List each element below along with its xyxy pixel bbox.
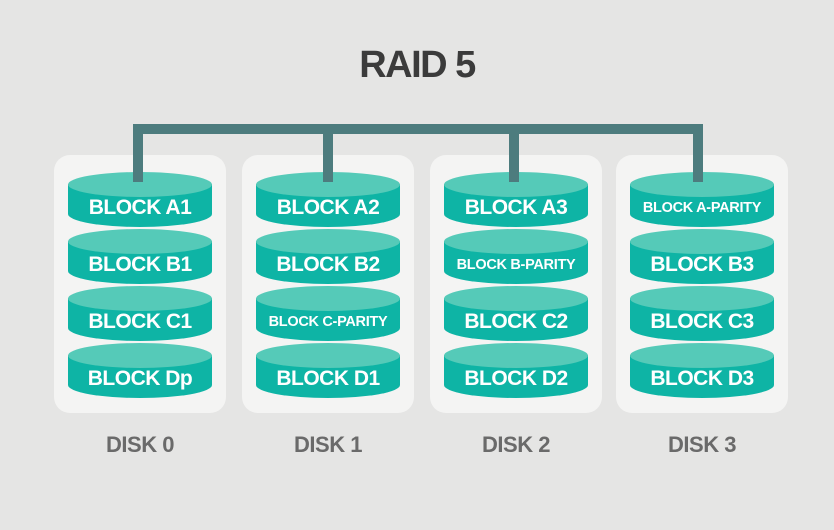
disk-block-cylinder: BLOCK B3 bbox=[630, 229, 774, 284]
cylinder-top-ellipse bbox=[256, 286, 400, 311]
disk-block-cylinder: BLOCK C2 bbox=[444, 286, 588, 341]
disk-block-cylinder: BLOCK A1 bbox=[68, 172, 212, 227]
disk-block-cylinder: BLOCK A-PARITY bbox=[630, 172, 774, 227]
block-label: BLOCK B1 bbox=[88, 252, 192, 276]
diagram-title: RAID 5 bbox=[359, 44, 476, 86]
connector-stub-disk0 bbox=[133, 124, 143, 182]
disk-label: DISK 0 bbox=[106, 432, 174, 457]
block-label: BLOCK B-PARITY bbox=[456, 256, 576, 273]
cylinder-top-ellipse bbox=[68, 229, 212, 254]
cylinder-top-ellipse bbox=[256, 229, 400, 254]
disk-block-cylinder: BLOCK D3 bbox=[630, 343, 774, 398]
disk-label: DISK 3 bbox=[668, 432, 736, 457]
disk-column-2: BLOCK A3 BLOCK B-PARITY BLOCK C2 BLOCK D… bbox=[430, 155, 602, 485]
cylinder-stack: BLOCK A-PARITY BLOCK B3 BLOCK C3 BLOCK D… bbox=[630, 172, 774, 400]
disk-block-cylinder: BLOCK B2 bbox=[256, 229, 400, 284]
cylinder-stack: BLOCK A3 BLOCK B-PARITY BLOCK C2 BLOCK D… bbox=[444, 172, 588, 400]
block-label: BLOCK D3 bbox=[650, 366, 754, 390]
disk-label: DISK 2 bbox=[482, 432, 550, 457]
cylinder-stack: BLOCK A2 BLOCK B2 BLOCK C-PARITY BLOCK D… bbox=[256, 172, 400, 400]
block-label: BLOCK C3 bbox=[650, 309, 754, 333]
block-label: BLOCK D2 bbox=[464, 366, 568, 390]
connector-stub-disk2 bbox=[509, 124, 519, 182]
disk-label: DISK 1 bbox=[294, 432, 362, 457]
disk-block-cylinder: BLOCK D2 bbox=[444, 343, 588, 398]
cylinder-top-ellipse bbox=[68, 286, 212, 311]
block-label: BLOCK Dp bbox=[87, 366, 193, 390]
disk-column-1: BLOCK A2 BLOCK B2 BLOCK C-PARITY BLOCK D… bbox=[242, 155, 414, 485]
cylinder-top-ellipse bbox=[444, 229, 588, 254]
cylinder-top-ellipse bbox=[630, 229, 774, 254]
connector-bar bbox=[133, 124, 703, 134]
connector-stub-disk1 bbox=[323, 124, 333, 182]
disk-block-cylinder: BLOCK C3 bbox=[630, 286, 774, 341]
cylinder-stack: BLOCK A1 BLOCK B1 BLOCK C1 BLOCK Dp bbox=[68, 172, 212, 400]
disk-block-cylinder: BLOCK C-PARITY bbox=[256, 286, 400, 341]
disk-block-cylinder: BLOCK B1 bbox=[68, 229, 212, 284]
block-label: BLOCK A3 bbox=[464, 195, 568, 219]
block-label: BLOCK A-PARITY bbox=[642, 199, 762, 216]
disk-block-cylinder: BLOCK C1 bbox=[68, 286, 212, 341]
block-label: BLOCK D1 bbox=[276, 366, 380, 390]
disk-block-cylinder: BLOCK A2 bbox=[256, 172, 400, 227]
block-label: BLOCK C1 bbox=[88, 309, 192, 333]
block-label: BLOCK B2 bbox=[276, 252, 380, 276]
disk-column-0: BLOCK A1 BLOCK B1 BLOCK C1 BLOCK Dp DISK… bbox=[54, 155, 226, 485]
disk-block-cylinder: BLOCK B-PARITY bbox=[444, 229, 588, 284]
disk-block-cylinder: BLOCK Dp bbox=[68, 343, 212, 398]
block-label: BLOCK A1 bbox=[88, 195, 192, 219]
disk-column-3: BLOCK A-PARITY BLOCK B3 BLOCK C3 BLOCK D… bbox=[616, 155, 788, 485]
cylinder-top-ellipse bbox=[444, 286, 588, 311]
block-label: BLOCK B3 bbox=[650, 252, 754, 276]
block-label: BLOCK C2 bbox=[464, 309, 568, 333]
connector-stub-disk3 bbox=[693, 124, 703, 182]
block-label: BLOCK A2 bbox=[276, 195, 380, 219]
disk-block-cylinder: BLOCK D1 bbox=[256, 343, 400, 398]
block-label: BLOCK C-PARITY bbox=[268, 313, 388, 330]
cylinder-top-ellipse bbox=[630, 343, 774, 368]
cylinder-top-ellipse bbox=[256, 343, 400, 368]
cylinder-top-ellipse bbox=[68, 343, 212, 368]
cylinder-top-ellipse bbox=[630, 286, 774, 311]
cylinder-top-ellipse bbox=[444, 343, 588, 368]
disk-block-cylinder: BLOCK A3 bbox=[444, 172, 588, 227]
